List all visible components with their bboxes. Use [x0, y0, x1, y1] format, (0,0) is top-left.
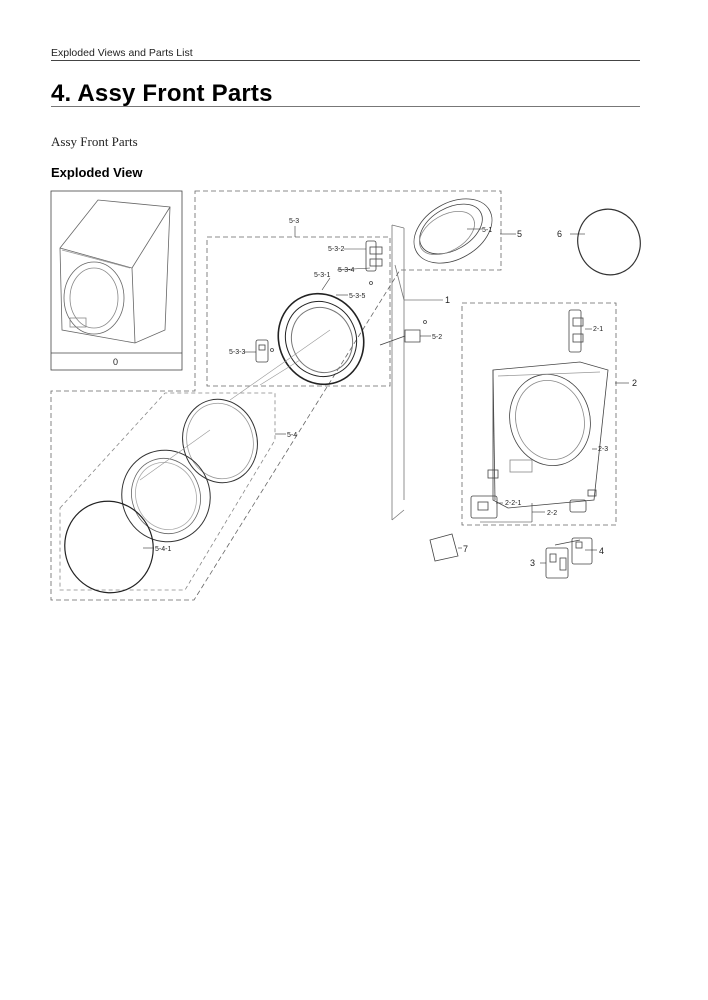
callout-5-3-5: 5-3-5	[349, 293, 365, 300]
door-assy-outline	[50, 190, 502, 601]
callout-5-3-1: 5-3-1	[314, 272, 330, 279]
door-ring	[413, 198, 493, 264]
glass-holder	[121, 449, 211, 543]
front-frame-outline	[461, 302, 617, 526]
callout-4: 4	[599, 546, 604, 556]
chapter-title: 4. Assy Front Parts	[51, 80, 273, 107]
section-heading: Exploded View	[51, 165, 143, 180]
overview-thumbnail	[50, 190, 183, 371]
cover-guide-lines	[391, 224, 443, 521]
callout-2-3: 2-3	[598, 446, 608, 453]
callout-3: 3	[530, 558, 535, 568]
glass-outline	[59, 392, 276, 591]
callout-5-4: 5-4	[287, 432, 297, 439]
callout-5-3-4: 5-3-4	[338, 267, 354, 274]
door-switch	[470, 495, 587, 519]
callout-7: 7	[463, 544, 468, 554]
front-frame	[487, 361, 609, 509]
callout-5: 5	[517, 229, 522, 239]
part-7-panel	[429, 533, 459, 562]
subtitle: Assy Front Parts	[51, 134, 138, 149]
door-cover	[64, 500, 154, 594]
callout-2-2: 2-2	[547, 510, 557, 517]
callout-5-3-2: 5-3-2	[328, 246, 344, 253]
callout-2-2-1: 2-2-1	[505, 500, 521, 507]
callout-0: 0	[113, 357, 118, 367]
gasket	[577, 208, 641, 276]
running-header: Exploded Views and Parts List	[51, 47, 193, 59]
door-lock	[379, 320, 427, 346]
callout-5-1: 5-1	[482, 227, 492, 234]
callout-5-3-3: 5-3-3	[229, 349, 245, 356]
door-frame-ring	[277, 292, 365, 386]
callout-2-1: 2-1	[593, 326, 603, 333]
detergent-parts	[545, 537, 593, 579]
callout-5-2: 5-2	[432, 334, 442, 341]
callout-2: 2	[632, 378, 637, 388]
glass-outer	[182, 398, 258, 484]
callout-6: 6	[557, 229, 562, 239]
callout-1: 1	[445, 295, 450, 305]
header-rule	[51, 60, 640, 61]
callout-5-4-1: 5-4-1	[155, 546, 171, 553]
door-handle	[255, 339, 274, 363]
frame-hinge	[568, 309, 584, 353]
door-frame-outline	[206, 236, 391, 387]
callout-5-3: 5-3	[289, 218, 299, 225]
title-rule	[51, 106, 640, 107]
hinge	[365, 240, 383, 285]
